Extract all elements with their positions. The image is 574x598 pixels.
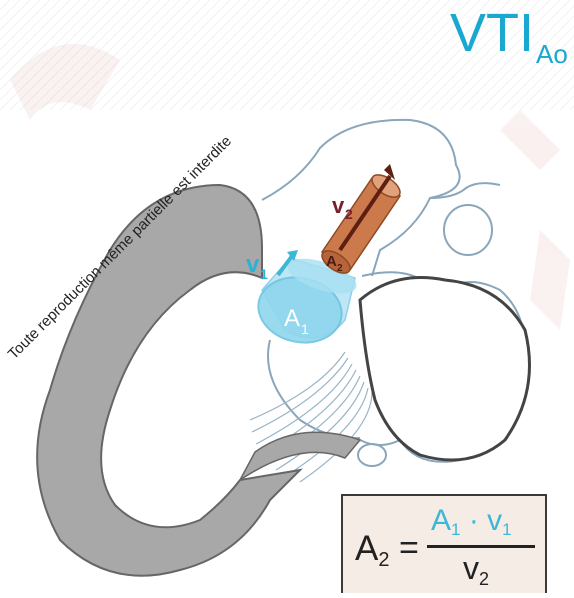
page-title: VTIAo [450,6,568,67]
fraction-bar [427,545,535,548]
septum [240,432,360,480]
continuity-equation-box: A2 = A1 · v1 v2 [341,494,547,593]
formula-numerator: A1 · v1 [431,504,512,540]
label-a2: A [326,253,337,270]
formula-lhs-sub: 2 [378,549,389,571]
formula-den-sub: 2 [479,569,489,589]
formula-num-v: v [487,504,502,537]
label-v1: v [246,251,260,278]
right-ventricle-outline [360,278,530,461]
formula-lhs-letter: A [355,529,378,568]
title-subscript: Ao [536,39,568,69]
label-v2-sub: 2 [345,206,353,222]
formula-lhs: A2 [355,529,389,572]
formula-equals: = [399,529,419,568]
label-a1: A [284,305,300,332]
formula-denominator: v2 [463,550,489,590]
formula-dot: · [469,504,479,537]
label-a1-sub: 1 [301,321,309,337]
formula-num-a-sub: 1 [451,520,460,539]
formula-num-a: A [431,504,451,537]
left-ventricle-wall [37,185,300,576]
label-a2-sub: 2 [337,263,343,274]
label-v2: v [332,193,345,218]
formula-num-v-sub: 1 [502,520,511,539]
label-v1-sub: 1 [260,266,268,282]
title-text: VTI [450,3,534,63]
formula-den-v: v [463,550,479,586]
